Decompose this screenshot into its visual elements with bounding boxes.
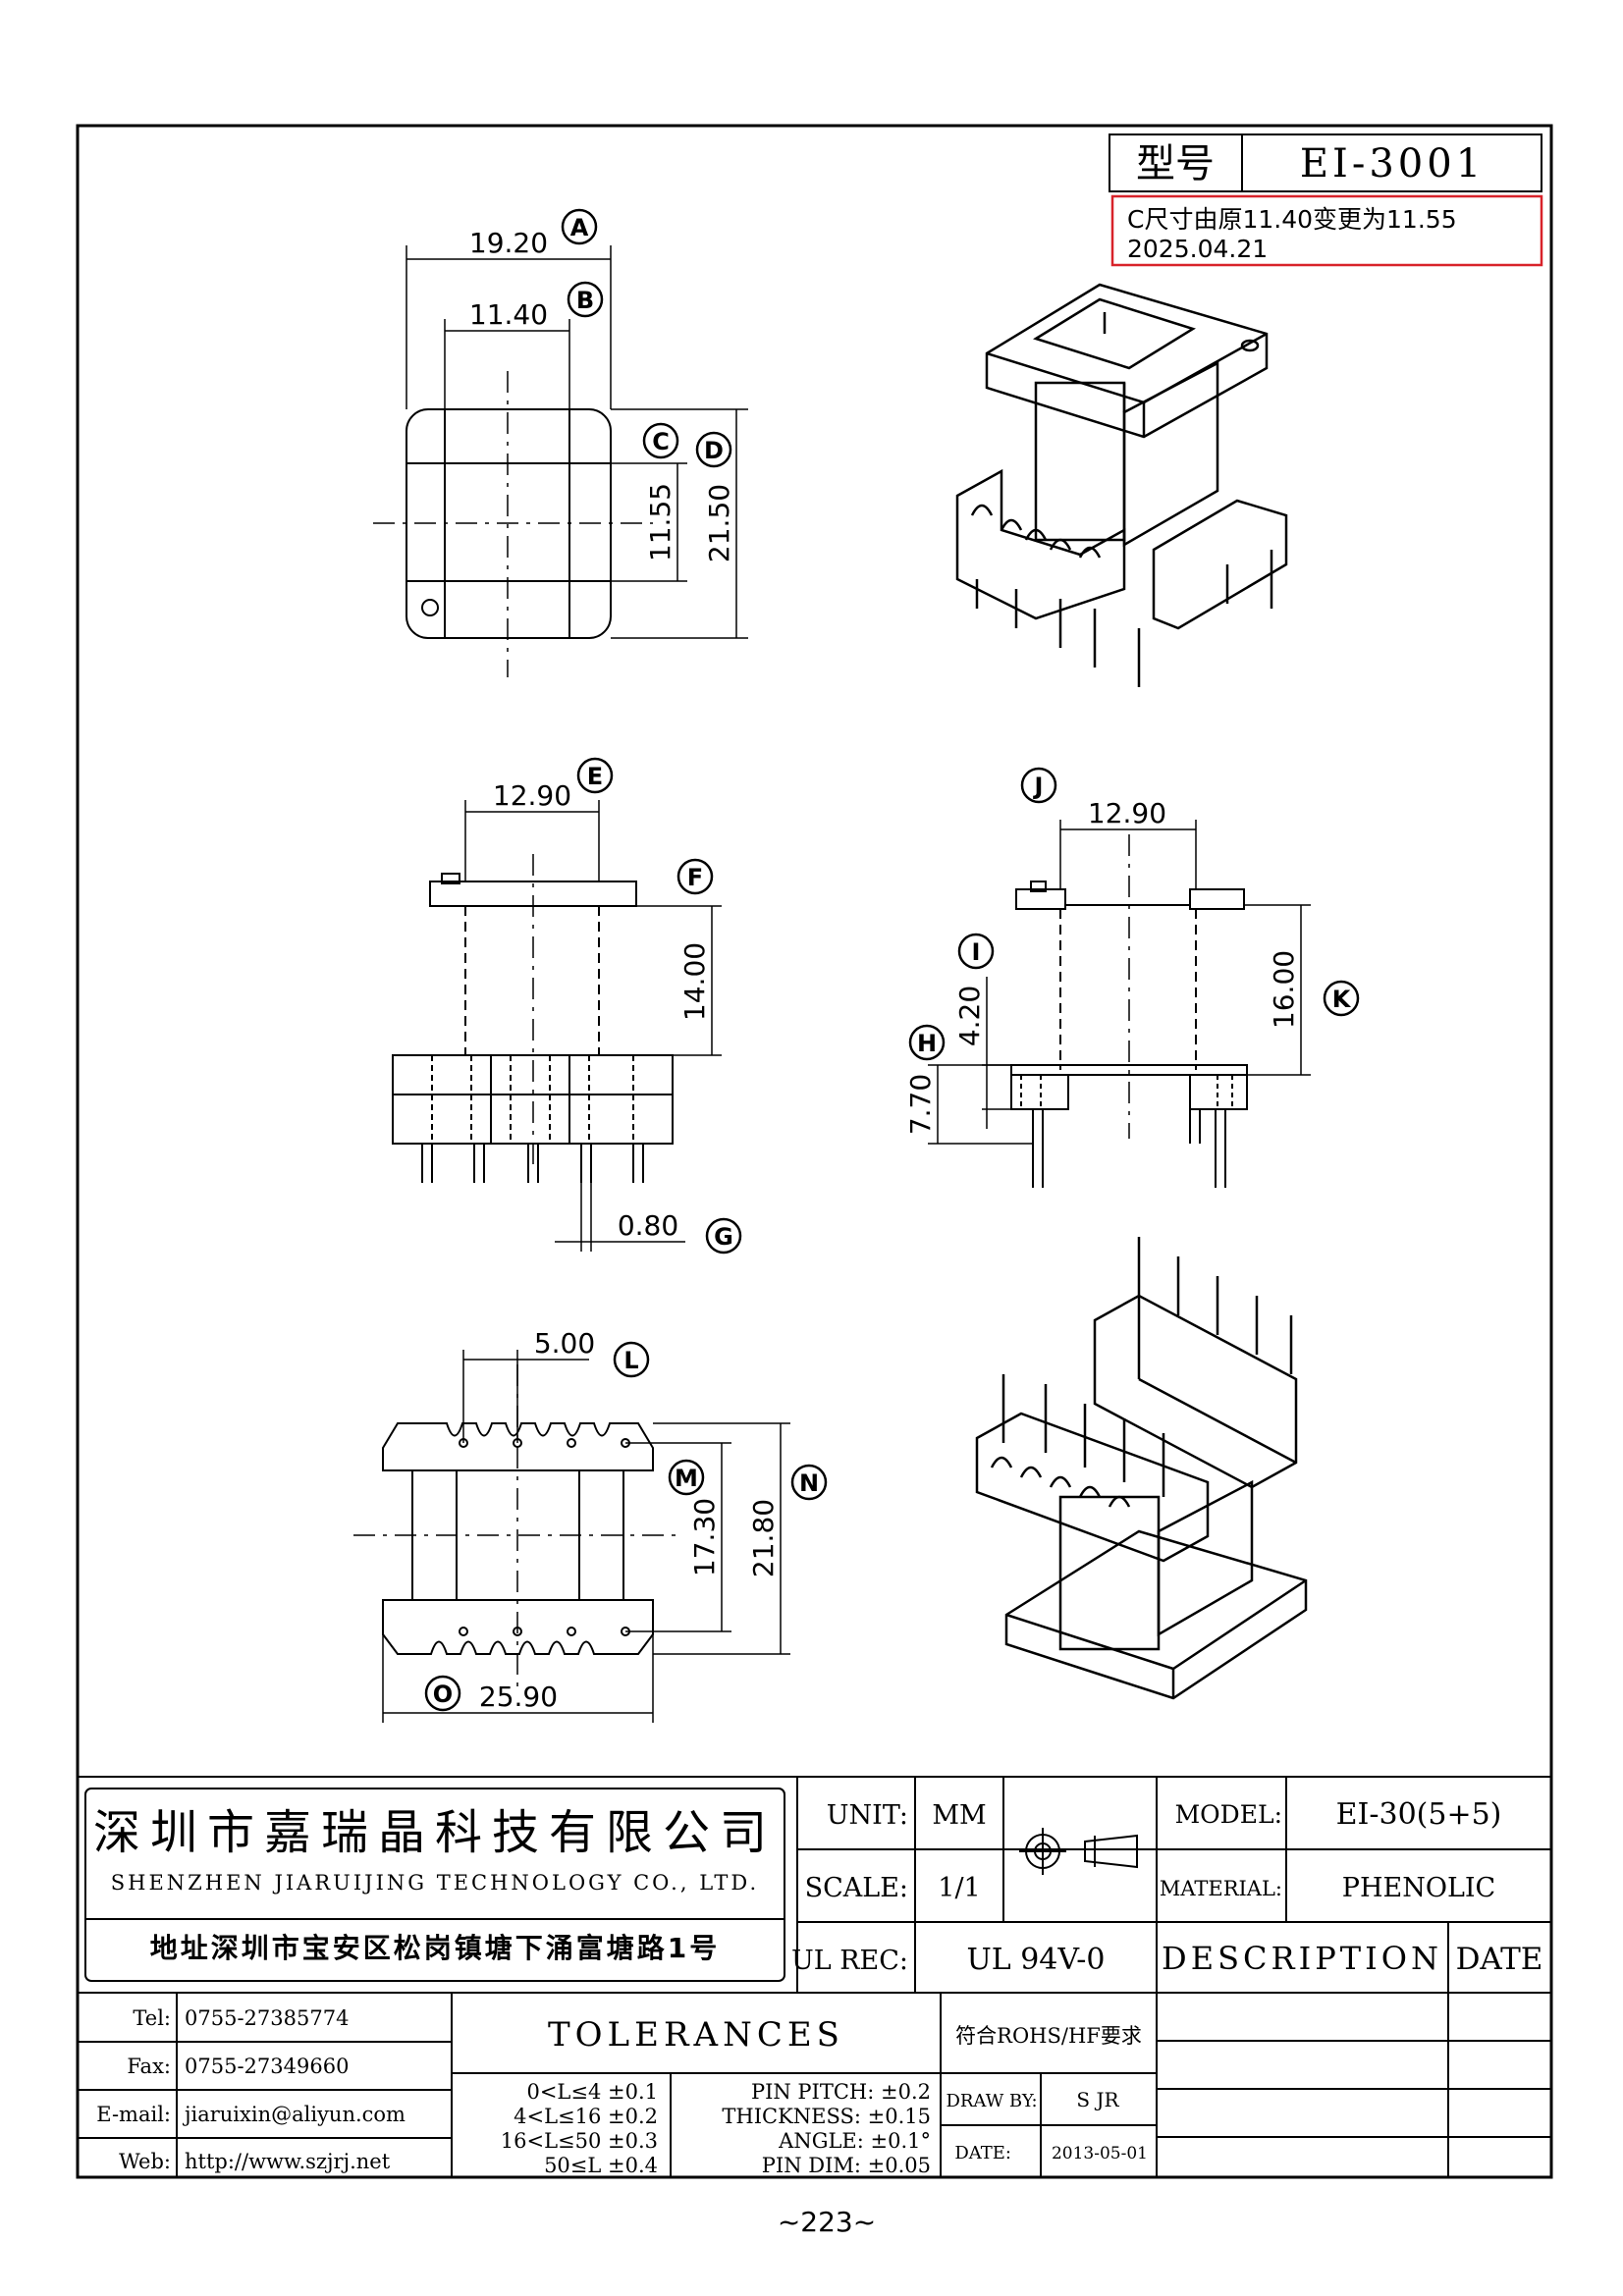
model-label: MODEL: xyxy=(1175,1800,1282,1829)
fax-value: 0755-27349660 xyxy=(185,2055,349,2078)
dim-h-letter: H xyxy=(917,1030,937,1057)
revision-note-line1: C尺寸由原11.40变更为11.55 xyxy=(1127,205,1457,234)
tolerance-range-1: 0<L≤4 ±0.1 xyxy=(526,2080,658,2104)
top-view xyxy=(373,245,748,677)
side-view xyxy=(928,820,1311,1188)
dim-e-value: 12.90 xyxy=(493,779,571,812)
iso-view-bottom xyxy=(975,1237,1308,1700)
dim-k-letter: K xyxy=(1332,986,1352,1013)
dimension-letters: A B C D E F G H I J K L M N O xyxy=(433,214,1352,1708)
scale-label: SCALE: xyxy=(805,1873,908,1903)
dim-labels-view5: 5.00 17.30 21.80 25.90 xyxy=(479,1327,780,1713)
dim-labels-view1: 19.20 11.40 11.55 21.50 xyxy=(469,227,735,562)
dim-k-value: 16.00 xyxy=(1268,950,1300,1029)
dim-g-value: 0.80 xyxy=(618,1209,678,1242)
date-value: 2013-05-01 xyxy=(1052,2144,1148,2163)
tolerance-range-2: 4<L≤16 ±0.2 xyxy=(514,2105,658,2128)
dim-d-letter: D xyxy=(704,437,724,464)
description-label: DESCRIPTION xyxy=(1162,1940,1442,1977)
unit-value: MM xyxy=(932,1800,986,1831)
dim-m-letter: M xyxy=(675,1465,698,1492)
tolerance-spec-2: THICKNESS: ±0.15 xyxy=(722,2105,931,2128)
title-block-grid xyxy=(78,1776,1551,2177)
dim-labels-view3: 12.90 14.00 0.80 xyxy=(493,779,711,1242)
dim-c-value: 11.55 xyxy=(644,483,676,561)
dim-f-letter: F xyxy=(687,864,703,891)
tel-label: Tel: xyxy=(133,2006,171,2030)
dim-m-value: 17.30 xyxy=(688,1498,721,1576)
title-block-text: 深圳市嘉瑞晶科技有限公司 SHENZHEN JIARUIJING TECHNOL… xyxy=(93,1797,1542,2177)
model-box-label: 型号 xyxy=(1136,141,1215,187)
iso-view-top xyxy=(955,283,1288,687)
rohs-note: 符合ROHS/HF要求 xyxy=(955,2024,1142,2048)
company-address: 地址深圳市宝安区松岗镇塘下涌富塘路1号 xyxy=(150,1932,721,1964)
dim-l-letter: L xyxy=(623,1347,638,1374)
tolerance-range-4: 50≤L ±0.4 xyxy=(544,2154,658,2177)
dim-e-letter: E xyxy=(587,763,603,790)
dim-o-value: 25.90 xyxy=(479,1681,558,1713)
dim-h-value: 7.70 xyxy=(904,1074,937,1135)
dim-g-letter: G xyxy=(714,1223,733,1251)
dim-b-value: 11.40 xyxy=(469,298,548,331)
web-value: http://www.szjrj.net xyxy=(185,2150,391,2173)
model-box: 型号 EI-3001 xyxy=(1109,133,1542,192)
projection-symbol xyxy=(1019,1828,1138,1875)
dim-a-letter: A xyxy=(570,214,589,241)
fax-label: Fax: xyxy=(127,2055,171,2078)
dim-l-value: 5.00 xyxy=(534,1327,595,1360)
front-view xyxy=(392,800,722,1252)
sheet-frame xyxy=(76,124,1553,2179)
bottom-view xyxy=(353,1350,790,1723)
model-value: EI-30(5+5) xyxy=(1336,1797,1502,1832)
dim-f-value: 14.00 xyxy=(678,942,711,1021)
tolerances-title: TOLERANCES xyxy=(548,2015,844,2055)
dim-n-letter: N xyxy=(799,1469,819,1497)
dim-c-letter: C xyxy=(652,428,670,455)
dim-i-value: 4.20 xyxy=(953,986,986,1046)
email-value: jiaruixin@aliyun.com xyxy=(182,2103,406,2126)
dim-j-value: 12.90 xyxy=(1088,797,1166,829)
company-name-cn: 深圳市嘉瑞晶科技有限公司 xyxy=(93,1805,777,1860)
ulrec-value: UL 94V-0 xyxy=(966,1943,1105,1977)
dim-labels-view4: 12.90 16.00 4.20 7.70 xyxy=(904,797,1300,1135)
revision-note: C尺寸由原11.40变更为11.55 2025.04.21 xyxy=(1110,194,1543,267)
dimension-balloons xyxy=(424,208,1360,1712)
web-label: Web: xyxy=(119,2150,171,2173)
ulrec-label: UL REC: xyxy=(791,1946,908,1976)
tolerance-spec-4: PIN DIM: ±0.05 xyxy=(762,2154,931,2177)
material-label: MATERIAL: xyxy=(1160,1877,1282,1900)
unit-label: UNIT: xyxy=(827,1800,908,1831)
revision-note-line2: 2025.04.21 xyxy=(1127,235,1268,263)
company-name-en: SHENZHEN JIARUIJING TECHNOLOGY CO., LTD. xyxy=(111,1871,759,1895)
draw-by-value: S JR xyxy=(1076,2088,1119,2111)
tolerance-spec-1: PIN PITCH: ±0.2 xyxy=(751,2080,931,2104)
material-value: PHENOLIC xyxy=(1342,1873,1495,1903)
draw-by-label: DRAW BY: xyxy=(946,2091,1037,2111)
dim-a-value: 19.20 xyxy=(469,227,548,259)
dim-i-letter: I xyxy=(972,938,981,966)
tolerance-spec-3: ANGLE: ±0.1° xyxy=(778,2129,931,2153)
tel-value: 0755-27385774 xyxy=(185,2006,349,2030)
date-column-label: DATE xyxy=(1456,1942,1543,1977)
date-label: DATE: xyxy=(954,2143,1011,2163)
dim-n-value: 21.80 xyxy=(747,1499,780,1577)
dim-o-letter: O xyxy=(433,1681,453,1708)
email-label: E-mail: xyxy=(96,2103,171,2126)
tolerance-range-3: 16<L≤50 ±0.3 xyxy=(501,2129,658,2153)
page-number: ~223~ xyxy=(778,2206,876,2238)
dim-b-letter: B xyxy=(576,287,594,314)
dim-j-letter: J xyxy=(1033,773,1044,800)
dim-d-value: 21.50 xyxy=(703,484,735,562)
model-box-value: EI-3001 xyxy=(1300,141,1485,187)
scale-value: 1/1 xyxy=(938,1873,980,1903)
